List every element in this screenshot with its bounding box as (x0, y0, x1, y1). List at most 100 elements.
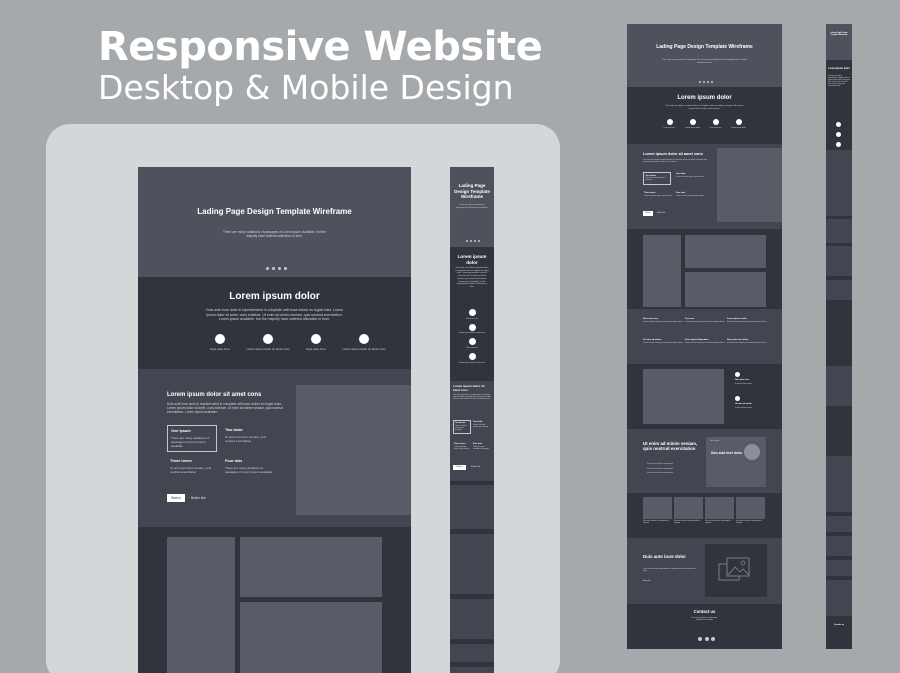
carousel-dot[interactable] (707, 81, 709, 83)
thumb-caption: Duis aute irure dolor in reprehenderit i… (705, 521, 732, 524)
contact-title: Contact us (693, 609, 716, 614)
desktop-carousel-dots[interactable] (266, 267, 287, 270)
desktop-feature-circles: Duis aute irure Lorem ipsum dolor sit am… (204, 334, 386, 351)
social-icon[interactable] (704, 637, 709, 641)
carousel-dot[interactable] (470, 240, 472, 242)
column-text: Ut enim ad minim veniam, quis nostrud ex… (727, 342, 767, 344)
feature-circle-item: Duis aute irure (452, 338, 492, 349)
banner-title: Responsive Website (98, 24, 543, 70)
image-placeholder (826, 560, 852, 576)
image-placeholder (736, 497, 765, 519)
carousel-dot[interactable] (278, 267, 281, 270)
tablet-features-text: Duis aute irure dolor in reprehenderit i… (643, 159, 708, 164)
carousel-dot[interactable] (703, 81, 705, 83)
cta-list-item: Duis aute irure dolor in reprehenderit (647, 473, 673, 475)
tablet-wireframe: Lading Page Design Template Wireframe Th… (627, 24, 782, 649)
thumb-caption: Duis aute irure dolor in reprehenderit i… (643, 521, 670, 524)
feature-circle-item: Duis aute irure (707, 119, 724, 129)
feature-heading: One lpsum (455, 422, 466, 424)
social-icon[interactable] (711, 637, 715, 641)
feature-card[interactable]: Four duis There are many variations of p… (676, 192, 704, 198)
media-text: Ut enim ad minim veniam (735, 407, 752, 409)
column-heading: Duis aute irure (643, 318, 659, 320)
feature-card[interactable]: Four duis There are many variations of p… (225, 459, 275, 474)
feature-card[interactable]: Two dolor Ut enim ad minim veniam, quis … (225, 428, 275, 443)
mobile-button-link[interactable]: Button link (471, 466, 481, 468)
desktop-gallery-section (138, 527, 411, 673)
feature-circle-item: Duis aute irure (204, 334, 236, 351)
desktop-hero-title: Lading Page Design Template Wireframe (197, 207, 352, 216)
strip-hero-title: Lading Page Design Template Wireframe (830, 32, 848, 37)
feature-circle-label: Lorem ipsum dolor sit amet cons (342, 347, 386, 351)
feature-heading: Two dolor (473, 421, 483, 423)
feature-circle-label: Lorem ipsum dolor sit amet cons (246, 347, 290, 351)
profile-card: Lorem ipsum Duis aute irure dolor (706, 437, 766, 487)
feature-card[interactable]: Three lorem Ut enim ad minim veniam, qui… (170, 459, 220, 474)
feature-card-active[interactable]: One lpsum There are many variations of p… (167, 425, 217, 452)
desktop-primary-button[interactable]: Button (167, 494, 185, 502)
desktop-wireframe: Lading Page Design Template Wireframe Th… (138, 167, 411, 673)
picture-section-link[interactable]: Button link (643, 581, 651, 582)
social-icon[interactable] (698, 637, 702, 641)
feature-card-active[interactable]: One lpsum There are many variations of p… (643, 172, 671, 185)
card-title: Duis aute irure dolor (711, 451, 743, 455)
tablet-hero: Lading Page Design Template Wireframe Th… (627, 24, 782, 87)
feature-text: There are many variations of passages (473, 446, 489, 450)
feature-card[interactable]: Four duis There are many variations of p… (473, 443, 491, 451)
carousel-dot[interactable] (711, 81, 713, 83)
media-heading: Duis aute irure (735, 379, 750, 381)
column-heading: Duis aliquet bibendum (685, 339, 709, 341)
feature-circle-label: Duis aute irure (210, 347, 230, 351)
feature-text: There are many variations of passages of… (171, 436, 210, 448)
tablet-thumbs-section: Duis aute irure dolor in reprehenderit i… (627, 493, 782, 538)
circle-icon (215, 334, 225, 344)
feature-card[interactable]: Three lorem Ut enim ad minim veniam, qui… (454, 443, 472, 451)
feature-heading: Four duis (473, 443, 483, 445)
tablet-footer: Contact us Duis aute irure dolor in repr… (627, 604, 782, 649)
circle-icon (735, 396, 740, 401)
desktop-intro-section: Lorem ipsum dolor Duis aute irure dolor … (138, 277, 411, 369)
tablet-features-title: Lorem ipsum dolor sit amet cons (643, 152, 703, 156)
circle-icon (712, 119, 719, 125)
mobile-intro-section: Lorem ipsum dolor Duis aute irure dolor … (450, 247, 494, 381)
feature-text: Ut enim ad minim veniam, quis nostrud (454, 446, 469, 450)
mobile-primary-button[interactable]: Button (453, 465, 466, 470)
feature-card-active[interactable]: One lpsum There are many variations of p… (453, 420, 471, 434)
carousel-dot[interactable] (266, 267, 269, 270)
feature-circle-label: Duis aute irure (306, 347, 326, 351)
image-placeholder (450, 599, 494, 639)
column-text: Ut enim ad minim veniam, quis nostrud ex… (643, 321, 683, 323)
feature-circle-label: Duis aute irure (709, 127, 722, 129)
picture-section-text: Duis aute irure dolor in reprehenderit i… (643, 569, 697, 573)
feature-heading: Four duis (676, 192, 686, 194)
tablet-carousel-dots[interactable] (699, 81, 713, 83)
circle-icon (735, 372, 740, 377)
carousel-dot[interactable] (272, 267, 275, 270)
feature-circle-item: Lorem ipsum dolor sit amet cons (342, 334, 386, 351)
feature-circle-label: Lorem ipsum dolor sit amet cons (459, 361, 485, 364)
feature-card[interactable]: Two dolor Ut enim ad minim veniam, quis … (676, 173, 704, 179)
circle-icon (468, 309, 476, 316)
desktop-button-link[interactable]: Button link (191, 496, 206, 500)
carousel-dot[interactable] (284, 267, 287, 270)
contact-text: Duis aute irure dolor in reprehenderit i… (691, 618, 718, 622)
feature-card[interactable]: Three lorem Ut enim ad minim veniam, qui… (644, 192, 672, 198)
circle-icon (359, 334, 369, 344)
mobile-carousel-dots[interactable] (466, 240, 480, 242)
tablet-primary-button[interactable]: Button (643, 211, 653, 216)
image-placeholder (450, 534, 494, 594)
strip-intro-title: Lorem ipsum dolor (828, 67, 850, 70)
carousel-dot[interactable] (478, 240, 480, 242)
tablet-button-link[interactable]: Button link (657, 212, 666, 214)
desktop-intro-title: Lorem ipsum dolor (229, 291, 320, 302)
image-placeholder (450, 485, 494, 529)
carousel-dot[interactable] (466, 240, 468, 242)
circle-icon (836, 122, 841, 127)
image-placeholder (826, 219, 852, 243)
carousel-dot[interactable] (699, 81, 701, 83)
feature-card[interactable]: Two dolor Ut enim ad minim veniam, quis … (473, 421, 491, 429)
carousel-dot[interactable] (474, 240, 476, 242)
